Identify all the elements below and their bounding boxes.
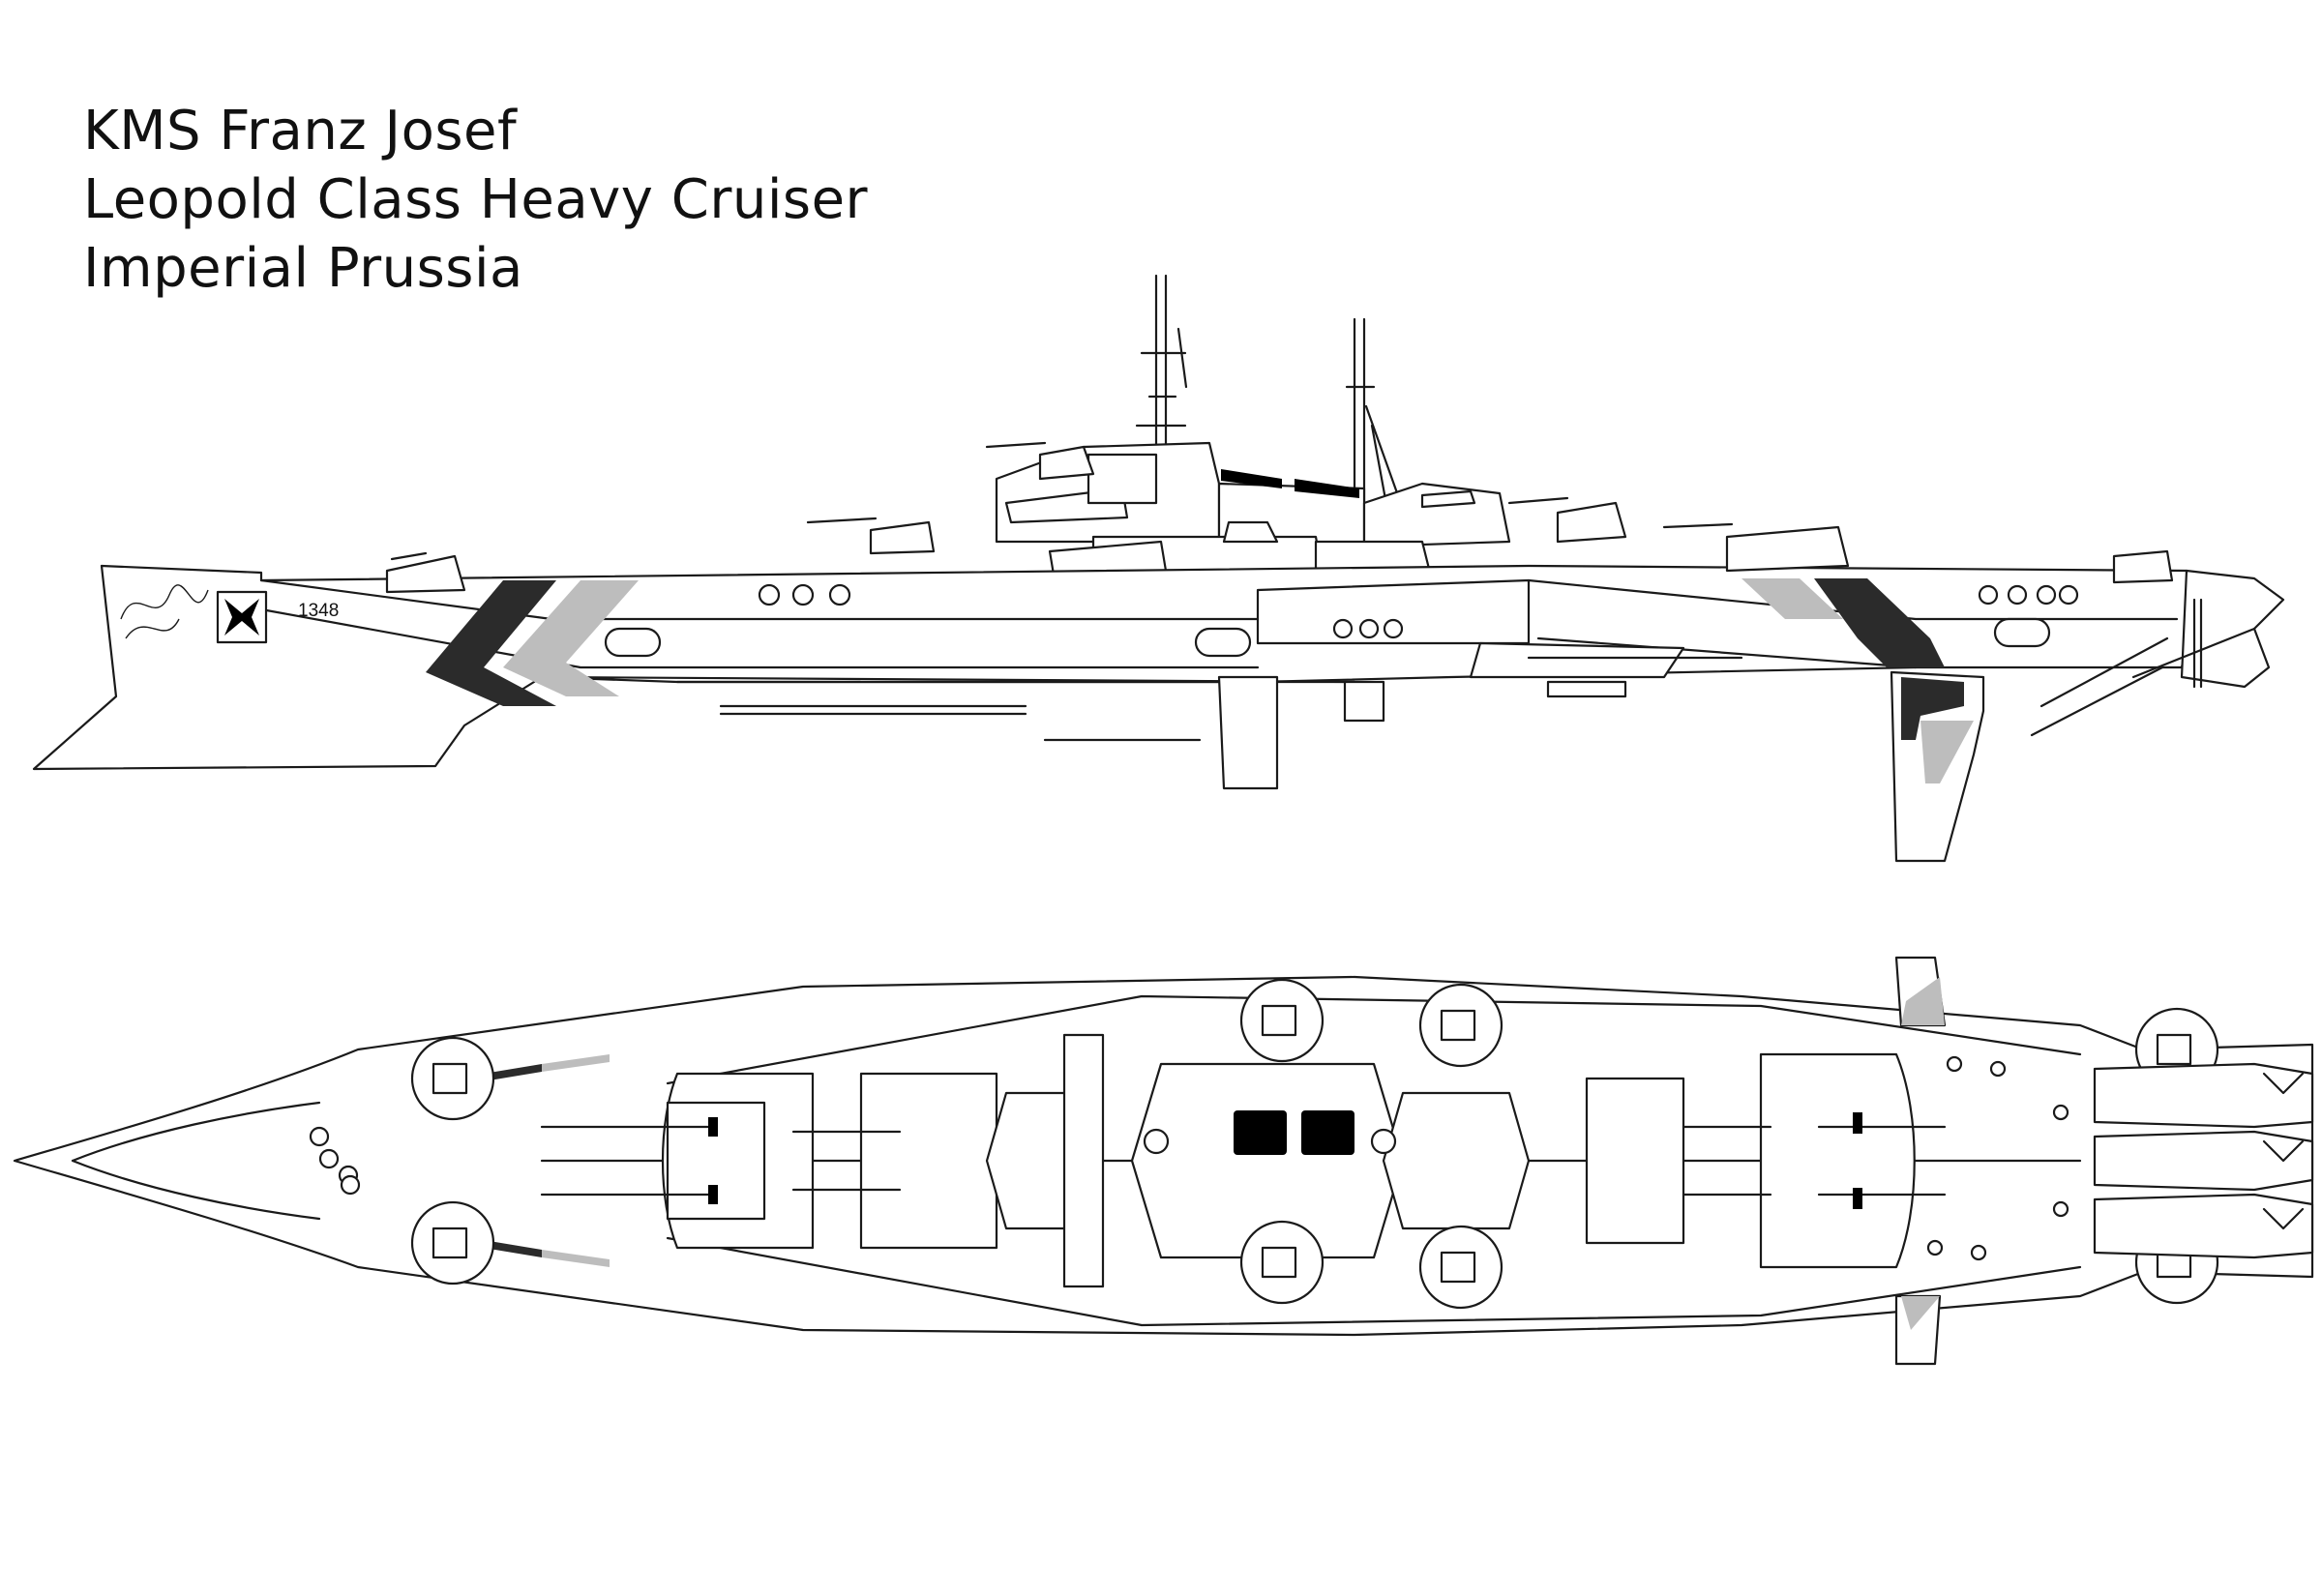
top-aft-fins <box>1894 956 1947 1366</box>
aft-fin <box>1890 670 1985 863</box>
top-plan-view <box>13 956 2314 1366</box>
hull-number: 1348 <box>298 601 339 621</box>
funnel-icon <box>1234 1110 1287 1155</box>
ship-class: Leopold Class Heavy Cruiser <box>83 168 869 231</box>
signature <box>120 584 209 620</box>
top-superstructure <box>985 1033 1531 1288</box>
forward-stripes <box>426 580 639 706</box>
title-block: KMS Franz Josef Leopold Class Heavy Crui… <box>83 97 1147 303</box>
aft-stripes <box>1742 578 1945 667</box>
bow-markings: 1348 <box>120 584 339 644</box>
ship-name: KMS Franz Josef <box>83 100 518 163</box>
top-main-turrets <box>540 1052 1947 1269</box>
masts <box>1135 274 1416 544</box>
side-turrets <box>385 441 2174 594</box>
lower-weapons <box>719 641 1743 790</box>
top-secondary-turrets <box>410 978 2219 1310</box>
top-deck-details <box>1926 1055 2069 1261</box>
funnel-icon <box>1301 1110 1354 1155</box>
top-stern-engines <box>2093 1062 2314 1259</box>
top-bow-stripes <box>484 1054 610 1267</box>
side-profile-view: 1348 <box>32 274 2285 863</box>
stern-section <box>2030 569 2285 737</box>
ship-nation: Imperial Prussia <box>83 237 523 300</box>
hull-hatches <box>604 583 2079 658</box>
